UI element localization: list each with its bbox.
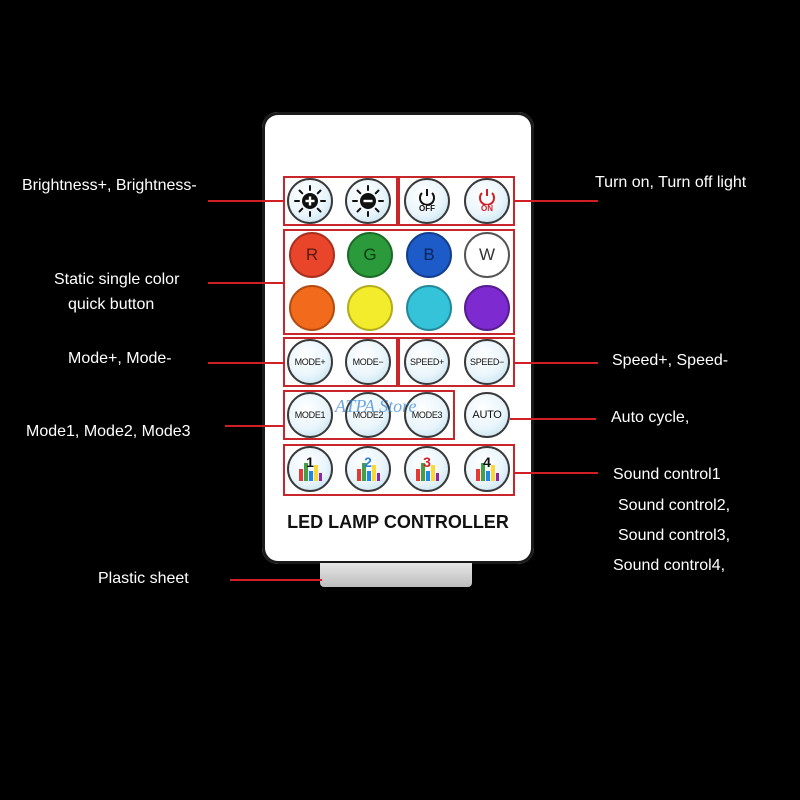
speed-minus-button[interactable]: SPEED− xyxy=(464,339,510,385)
mode-numbers-group-outline xyxy=(283,390,455,440)
brightness-group-outline xyxy=(283,176,398,226)
color-orange-button[interactable] xyxy=(289,285,335,331)
color-white-label: W xyxy=(478,245,496,264)
sound-group-outline xyxy=(283,444,515,496)
mode3-label: MODE3 xyxy=(411,410,443,420)
sound1-number: 1 xyxy=(306,454,314,470)
color-red-button[interactable]: R xyxy=(289,232,335,278)
mode-minus-button[interactable]: MODE− xyxy=(345,339,391,385)
color-cyan-button[interactable] xyxy=(406,285,452,331)
remote-title: LED LAMP CONTROLLER xyxy=(287,512,509,532)
plastic-sheet xyxy=(320,563,472,587)
label-sound1: Sound control1 xyxy=(613,466,721,483)
mode-plus-button[interactable]: MODE+ xyxy=(287,339,333,385)
speed-plus-label: SPEED+ xyxy=(410,357,444,367)
label-auto: Auto cycle, xyxy=(611,409,690,426)
label-power: Turn on, Turn off light xyxy=(595,174,747,191)
sound2-number: 2 xyxy=(364,454,372,470)
leader-line-mode xyxy=(208,362,284,364)
equalizer-icon xyxy=(476,463,499,481)
auto-button[interactable]: AUTO xyxy=(464,392,510,438)
label-brightness: Brightness+, Brightness- xyxy=(22,177,197,194)
speed-plus-button[interactable]: SPEED+ xyxy=(404,339,450,385)
power-on-button[interactable]: ON xyxy=(464,178,510,224)
sun-plus-icon xyxy=(294,185,326,217)
leader-line-auto xyxy=(510,418,596,420)
leader-line-mode-numbers xyxy=(225,425,284,427)
speed-minus-label: SPEED− xyxy=(470,357,504,367)
sound2-button[interactable]: 2 xyxy=(345,446,391,492)
power-icon xyxy=(419,189,435,205)
mode-plus-label: MODE+ xyxy=(294,357,326,367)
color-blue-label: B xyxy=(423,245,435,264)
sound4-number: 4 xyxy=(483,454,491,470)
label-static-line2: quick button xyxy=(68,296,155,313)
mode1-label: MODE1 xyxy=(294,410,326,420)
color-yellow-button[interactable] xyxy=(347,285,393,331)
sound1-button[interactable]: 1 xyxy=(287,446,333,492)
brightness-up-button[interactable] xyxy=(287,178,333,224)
mode1-button[interactable]: MODE1 xyxy=(287,392,333,438)
mode-minus-label: MODE− xyxy=(352,357,384,367)
color-group-outline xyxy=(283,229,515,335)
equalizer-icon xyxy=(416,463,439,481)
mode3-button[interactable]: MODE3 xyxy=(404,392,450,438)
sound3-button[interactable]: 3 xyxy=(404,446,450,492)
color-red-label: R xyxy=(305,245,319,264)
color-green-label: G xyxy=(363,245,377,264)
sun-minus-icon xyxy=(352,185,384,217)
brightness-down-button[interactable] xyxy=(345,178,391,224)
label-mode-numbers: Mode1, Mode2, Mode3 xyxy=(26,423,191,440)
power-on-label: ON xyxy=(481,204,493,213)
color-blue-button[interactable]: B xyxy=(406,232,452,278)
sound3-number: 3 xyxy=(423,454,431,470)
watermark: ATPA Store xyxy=(335,396,417,416)
power-icon-red xyxy=(479,189,495,205)
equalizer-icon xyxy=(299,463,322,481)
label-mode: Mode+, Mode- xyxy=(68,350,172,367)
mode2-label: MODE2 xyxy=(352,410,384,420)
leader-line-sound xyxy=(514,472,598,474)
power-off-button[interactable]: OFF xyxy=(404,178,450,224)
leader-line-power xyxy=(514,200,598,202)
color-white-button[interactable]: W xyxy=(464,232,510,278)
leader-line-speed xyxy=(514,362,598,364)
label-plastic: Plastic sheet xyxy=(98,570,189,587)
leader-line-brightness xyxy=(208,200,284,202)
label-speed: Speed+, Speed- xyxy=(612,352,729,369)
label-static-line1: Static single color xyxy=(54,271,180,288)
label-sound4: Sound control4, xyxy=(613,557,726,574)
equalizer-icon xyxy=(357,463,380,481)
auto-label: AUTO xyxy=(472,409,502,421)
color-green-button[interactable]: G xyxy=(347,232,393,278)
label-sound3: Sound control3, xyxy=(618,527,731,544)
leader-line-static xyxy=(208,282,284,284)
mode-group-outline xyxy=(283,337,398,387)
power-off-label: OFF xyxy=(419,204,435,213)
color-purple-button[interactable] xyxy=(464,285,510,331)
mode2-button[interactable]: MODE2 xyxy=(345,392,391,438)
label-sound2: Sound control2, xyxy=(618,497,731,514)
sound4-button[interactable]: 4 xyxy=(464,446,510,492)
leader-line-plastic xyxy=(230,579,322,581)
